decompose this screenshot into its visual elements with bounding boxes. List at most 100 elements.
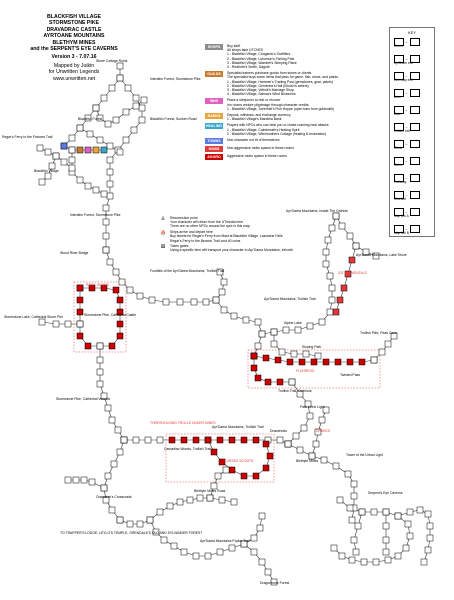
map-room[interactable] <box>130 126 138 134</box>
map-room[interactable] <box>338 552 346 560</box>
room-mobs[interactable] <box>336 296 344 304</box>
room-towns[interactable] <box>60 142 68 150</box>
map-room[interactable] <box>88 478 96 486</box>
map-room[interactable] <box>104 472 112 480</box>
room-aggro[interactable] <box>322 358 330 366</box>
map-room[interactable] <box>44 148 52 156</box>
map-room[interactable] <box>76 320 84 328</box>
map-room[interactable] <box>256 524 264 532</box>
map-room[interactable] <box>318 416 326 424</box>
map-room[interactable] <box>104 404 112 412</box>
room-aggro[interactable] <box>116 332 124 340</box>
map-room[interactable] <box>348 516 356 524</box>
map-room[interactable] <box>138 116 146 124</box>
map-room[interactable] <box>140 96 148 104</box>
map-room[interactable] <box>116 516 124 524</box>
room-aggro[interactable] <box>250 364 258 372</box>
room-aggro[interactable] <box>228 466 236 474</box>
map-room[interactable] <box>370 356 378 364</box>
map-room[interactable] <box>124 84 132 92</box>
room-aggro[interactable] <box>262 354 270 362</box>
map-room[interactable] <box>156 436 164 444</box>
map-room[interactable] <box>60 158 68 166</box>
map-room[interactable] <box>328 224 336 232</box>
map-room[interactable] <box>350 536 358 544</box>
map-room[interactable] <box>322 260 330 268</box>
map-room[interactable] <box>318 318 326 326</box>
map-room[interactable] <box>426 522 434 530</box>
map-room[interactable] <box>102 496 110 504</box>
map-room[interactable] <box>106 142 114 150</box>
map-room[interactable] <box>294 326 302 334</box>
map-room[interactable] <box>270 578 278 586</box>
map-room[interactable] <box>138 104 146 112</box>
map-room[interactable] <box>106 192 114 200</box>
map-room[interactable] <box>278 348 286 356</box>
room-aggro[interactable] <box>276 378 284 386</box>
map-room[interactable] <box>96 380 104 388</box>
map-room[interactable] <box>132 102 140 110</box>
map-room[interactable] <box>312 440 320 448</box>
map-room[interactable] <box>228 544 236 552</box>
map-room[interactable] <box>176 498 184 506</box>
map-room[interactable] <box>420 558 428 566</box>
room-aggro[interactable] <box>204 436 212 444</box>
map-room[interactable] <box>104 120 112 128</box>
room-aggro[interactable] <box>254 374 262 382</box>
room-aggro[interactable] <box>116 308 124 316</box>
map-room[interactable] <box>218 496 226 504</box>
map-room[interactable] <box>118 278 126 286</box>
map-room[interactable] <box>304 400 312 408</box>
map-room[interactable] <box>106 168 114 176</box>
room-aggro[interactable] <box>252 472 260 480</box>
map-room[interactable] <box>220 278 228 286</box>
map-room[interactable] <box>328 284 336 292</box>
map-room[interactable] <box>108 416 116 424</box>
map-room[interactable] <box>80 476 88 484</box>
room-aggro[interactable] <box>262 440 270 448</box>
map-room[interactable] <box>350 480 358 488</box>
map-room[interactable] <box>144 436 152 444</box>
room-mobs[interactable] <box>340 284 348 292</box>
map-room[interactable] <box>362 248 370 256</box>
room-aggro[interactable] <box>262 464 270 472</box>
map-room[interactable] <box>292 432 300 440</box>
map-room[interactable] <box>240 540 248 548</box>
room-aggro[interactable] <box>250 352 258 360</box>
room-aggro[interactable] <box>168 436 176 444</box>
room-aggro[interactable] <box>266 452 274 460</box>
map-room[interactable] <box>162 298 170 306</box>
map-room[interactable] <box>216 268 224 276</box>
map-room[interactable] <box>330 544 338 552</box>
map-room[interactable] <box>204 552 212 560</box>
map-room[interactable] <box>382 548 390 556</box>
map-room[interactable] <box>136 520 144 528</box>
map-room[interactable] <box>372 558 380 566</box>
room-mobs[interactable] <box>348 256 356 264</box>
map-room[interactable] <box>148 296 156 304</box>
map-room[interactable] <box>38 178 46 186</box>
room-aggro[interactable] <box>88 284 96 292</box>
map-room[interactable] <box>354 522 362 530</box>
map-room[interactable] <box>222 466 230 474</box>
room-mobs[interactable] <box>344 270 352 278</box>
map-room[interactable] <box>250 534 258 542</box>
map-room[interactable] <box>322 406 330 414</box>
map-room[interactable] <box>92 104 100 112</box>
room-aggro[interactable] <box>216 436 224 444</box>
map-room[interactable] <box>114 426 122 434</box>
map-room[interactable] <box>68 134 76 142</box>
map-room[interactable] <box>406 508 414 516</box>
map-room[interactable] <box>68 164 76 172</box>
map-room[interactable] <box>106 156 114 164</box>
map-room[interactable] <box>106 258 114 266</box>
map-room[interactable] <box>122 108 130 116</box>
map-room[interactable] <box>76 124 84 132</box>
map-room[interactable] <box>126 520 134 528</box>
map-room[interactable] <box>176 298 184 306</box>
room-aggro[interactable] <box>100 284 108 292</box>
map-room[interactable] <box>332 462 340 470</box>
map-room[interactable] <box>196 494 204 502</box>
map-room[interactable] <box>326 272 334 280</box>
map-room[interactable] <box>372 252 380 260</box>
